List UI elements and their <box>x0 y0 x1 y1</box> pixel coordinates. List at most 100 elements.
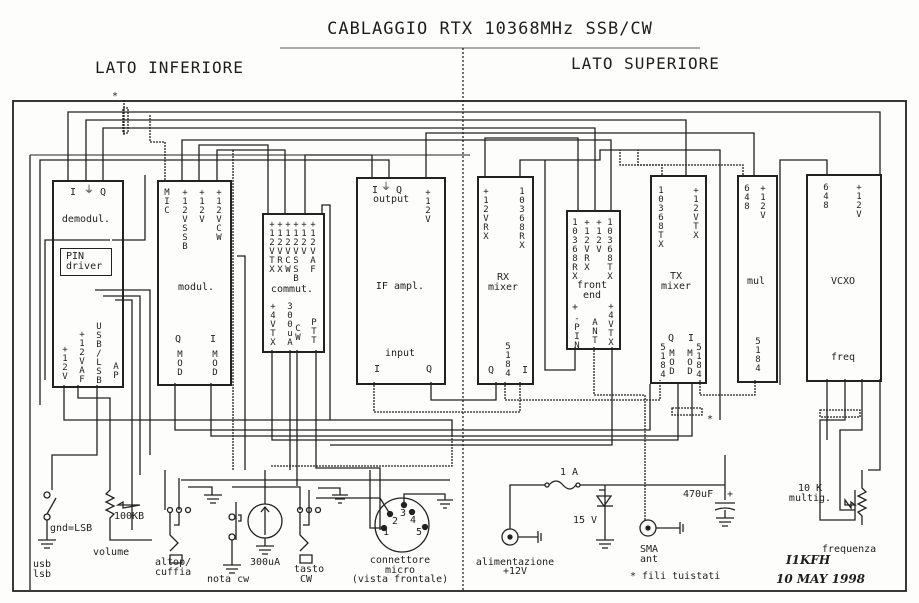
connector-pin: 4 <box>410 515 417 526</box>
pin-label: +12VTX <box>691 186 701 240</box>
wire <box>51 385 98 490</box>
pin-label: +4VTX <box>606 302 616 347</box>
wire <box>44 239 110 380</box>
wire <box>484 137 579 210</box>
module-mul <box>737 175 778 383</box>
zener-value: 15 V <box>573 515 598 526</box>
pin-label: Q <box>396 185 403 196</box>
wire <box>271 350 679 441</box>
connector-pin: 2 <box>392 516 399 527</box>
pin-label: MOD <box>667 349 677 376</box>
frequency-pot-symbol <box>844 470 868 525</box>
pin-label: input <box>384 348 416 359</box>
pin-label: +12VRX <box>275 220 285 274</box>
module-front-end <box>566 210 621 350</box>
component-name: lsb <box>33 569 52 580</box>
wire <box>504 380 661 401</box>
module-modul <box>157 180 232 386</box>
component-name: altop/ <box>155 557 192 568</box>
potentiometer <box>104 470 152 541</box>
ground-icon: ⏚ <box>84 185 94 196</box>
pin-label: I <box>522 365 529 376</box>
plus-sign: + <box>727 489 734 500</box>
module-name: front <box>576 280 608 291</box>
wire <box>373 382 521 413</box>
pin-label: 10368RX <box>517 187 527 250</box>
pin-label: +12VCW <box>283 220 293 274</box>
module-name: IF ampl. <box>375 281 425 292</box>
component-value: 300uA <box>250 557 281 568</box>
pin-label: 10368RX <box>570 218 580 281</box>
ground-symbol <box>38 539 56 549</box>
pin-label: Q <box>488 365 495 376</box>
pin-label: PTT <box>309 318 319 345</box>
module-name: demodul. <box>61 214 111 225</box>
pin-label: CW <box>293 324 303 342</box>
pin-label: +12VRX <box>582 218 592 272</box>
switch-label: gnd=LSB <box>50 523 93 534</box>
wire <box>67 111 881 180</box>
wire <box>216 149 286 213</box>
pin-label: +12V <box>299 220 309 256</box>
fuse-value: 1 A <box>560 467 579 478</box>
wire <box>637 150 663 175</box>
side-label-lower: LATO INFERIORE <box>95 58 244 77</box>
pin-label: 648 <box>821 183 831 210</box>
twisted-wire-mark: * <box>112 91 119 102</box>
wire <box>103 295 141 475</box>
pin-label: +12VCW <box>214 188 224 242</box>
wire <box>77 385 111 470</box>
module-name: commut. <box>270 284 314 295</box>
legend-text: * fili tuistati <box>630 571 721 582</box>
component-name: nota cw <box>207 574 250 585</box>
pin-label: 5184 <box>503 342 513 378</box>
pin-label: +12V <box>423 188 433 224</box>
pin-label: +12VAF <box>77 330 87 384</box>
module-rx-mixer <box>477 176 534 385</box>
capacitor-value: 470uF <box>683 489 714 500</box>
twisted-wire-mark: * <box>707 414 714 425</box>
component-name: micro <box>384 565 416 576</box>
fuse-symbol <box>548 480 577 490</box>
wire <box>95 289 151 455</box>
wire <box>149 115 166 180</box>
module-name: RX <box>496 272 510 283</box>
module-name: VCXO <box>830 276 856 287</box>
pin-label: MOD <box>685 349 695 376</box>
author-signature: I1KFH <box>786 553 831 567</box>
side-label-upper: LATO SUPERIORE <box>571 54 720 73</box>
pin-label: +4VTX <box>268 302 278 347</box>
pin-label: freq <box>830 352 856 363</box>
component-value: multig. <box>788 493 832 504</box>
connector-pin: 3 <box>400 508 407 519</box>
date-signature: 10 MAY 1998 <box>776 572 866 586</box>
component-name: +12V <box>502 566 528 577</box>
module-name: end <box>582 290 602 301</box>
pin-label: MOD <box>210 350 220 377</box>
wire <box>63 385 453 435</box>
component-name: (vista frontale) <box>351 574 449 585</box>
module-commut <box>262 213 325 353</box>
pin-label: Q <box>426 364 433 375</box>
wire <box>868 379 881 471</box>
pin-label: 648 <box>742 184 752 211</box>
pin-label: 10368TX <box>656 186 666 249</box>
pin-label: +12V <box>197 188 207 224</box>
wire <box>85 119 687 180</box>
pin-label: Q <box>100 187 107 198</box>
connector-pin: 5 <box>416 527 423 538</box>
wire <box>102 127 596 210</box>
module-name: mixer <box>487 282 519 293</box>
module-tx-mixer <box>650 175 707 384</box>
component-name: alimentazione <box>475 557 555 568</box>
pin-label: I <box>210 334 217 345</box>
pin-label: USB/LSB <box>94 322 104 385</box>
pin-label: Q <box>175 334 182 345</box>
module-if-ampl <box>356 177 446 385</box>
pin-label: I <box>372 185 379 196</box>
wire <box>593 347 646 520</box>
pin-label: AP <box>111 362 121 380</box>
module-demodul <box>52 180 124 388</box>
ground-icon: ⏚ <box>381 182 391 193</box>
